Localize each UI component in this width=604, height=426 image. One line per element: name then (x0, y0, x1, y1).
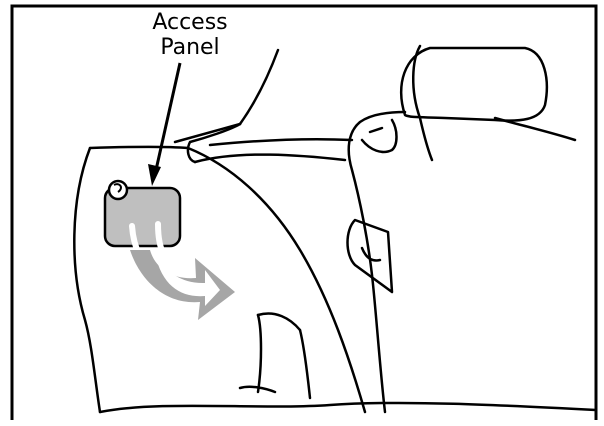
removal-direction-arrow (130, 248, 235, 320)
floor-outline (98, 312, 598, 414)
seat-side-outline (73, 48, 367, 414)
rear-seat-outline (346, 44, 577, 414)
callout-pointer-arrow (148, 62, 182, 186)
callout-label-line2: Panel (160, 35, 219, 60)
release-clip-icon (107, 179, 129, 201)
diagram-border (10, 4, 598, 420)
access-panel (103, 186, 182, 248)
callout-label-line1: Access (152, 10, 227, 35)
